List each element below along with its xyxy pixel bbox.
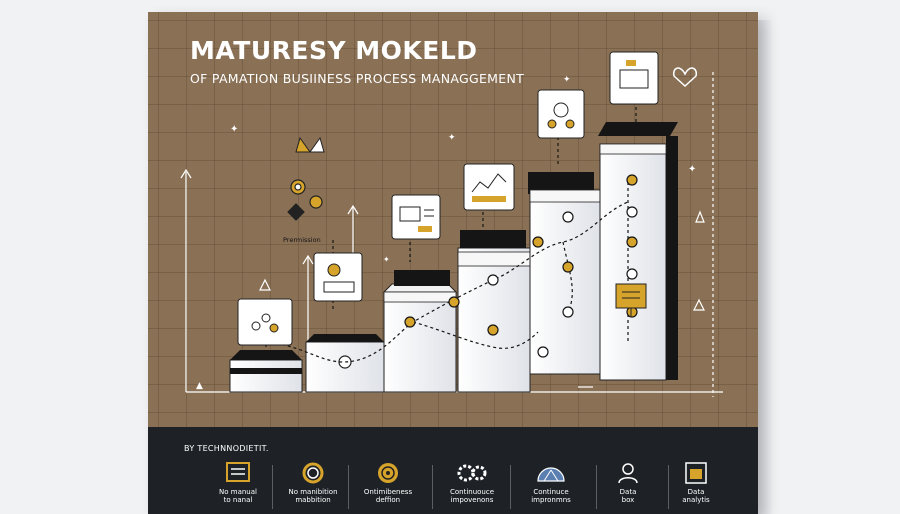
ring-icon [302, 462, 324, 484]
chart-frame-icon [685, 462, 707, 484]
legend-divider [272, 465, 273, 509]
step-3-block [382, 270, 458, 393]
sparkle-decorations: ✦ ✦ ✦ ✦ ✦ ▲ [196, 75, 696, 391]
gear-cluster-icon [287, 179, 323, 221]
svg-text:✦: ✦ [688, 164, 696, 175]
process-nodes [404, 174, 638, 358]
callout-card-3 [391, 194, 441, 240]
legend-item-3: Ontimibeness deffion [348, 461, 428, 504]
callout-card-5 [537, 89, 585, 139]
butterfly-icon [295, 136, 325, 153]
step-4-block [457, 230, 531, 393]
poster-subtitle: OF PAMATION BUSIINESS PROCESS MANAGGEMEN… [190, 71, 525, 86]
legend-item-6: Data box [588, 461, 668, 504]
step-1-block [229, 350, 303, 393]
target-dial-icon [378, 463, 398, 483]
legend-divider [348, 465, 349, 509]
document-window-icon [226, 462, 250, 482]
legend-item-7: Data analytis [656, 461, 736, 504]
step-5-block [528, 172, 601, 375]
legend-divider [510, 465, 511, 509]
legend-divider [668, 465, 669, 509]
legend-item-1: No manual to nanal [198, 461, 278, 504]
legend-divider [432, 465, 433, 509]
diagram-label: Prermission [283, 236, 321, 244]
monitor-icon [615, 283, 647, 316]
svg-text:✦: ✦ [230, 124, 238, 135]
maturity-model-poster: MATURESY MOKELD OF PAMATION BUSIINESS PR… [148, 12, 758, 514]
legend-item-4: Continuouce impovenons [432, 461, 512, 504]
legend-label-3: Ontimibeness deffion [363, 488, 413, 504]
heart-icon [672, 67, 698, 88]
poster-edge [758, 20, 772, 514]
legend-item-2: No manibition mabbition [273, 461, 353, 504]
callout-card-4 [463, 163, 515, 211]
callout-card-6 [609, 51, 659, 105]
legend-label-4: Continuouce impovenons [449, 488, 495, 504]
triangle-markers [259, 210, 705, 311]
legend-label-1: No manual to nanal [219, 488, 257, 504]
legend-label-6: Data box [619, 488, 637, 504]
dome-network-icon [537, 467, 565, 482]
legend-divider [596, 465, 597, 509]
legend-band: BY TECHNNODIETIT. No manual to nanal No … [148, 427, 758, 514]
svg-text:✦: ✦ [448, 133, 456, 143]
staircase-diagram: ✦ ✦ ✦ ✦ ✦ ▲ Prermission [180, 51, 723, 397]
gears-icon [457, 464, 487, 482]
svg-text:✦: ✦ [563, 75, 571, 85]
step-2-block [305, 334, 385, 393]
step-6-block [598, 122, 678, 381]
legend-label-5: Continuce impronmns [531, 488, 571, 504]
callout-card-2 [313, 252, 363, 302]
svg-text:✦: ✦ [383, 255, 390, 264]
legend: No manual to nanal No manibition mabbiti… [148, 461, 758, 513]
poster-title: MATURESY MOKELD [190, 36, 478, 65]
svg-text:▲: ▲ [196, 381, 203, 391]
legend-item-5: Continuce impronmns [511, 461, 591, 504]
legend-label-2: No manibition mabbition [288, 488, 338, 504]
byline: BY TECHNNODIETIT. [184, 444, 269, 453]
person-icon [618, 463, 638, 484]
legend-label-7: Data analytis [682, 488, 710, 504]
callout-card-1 [237, 298, 293, 346]
